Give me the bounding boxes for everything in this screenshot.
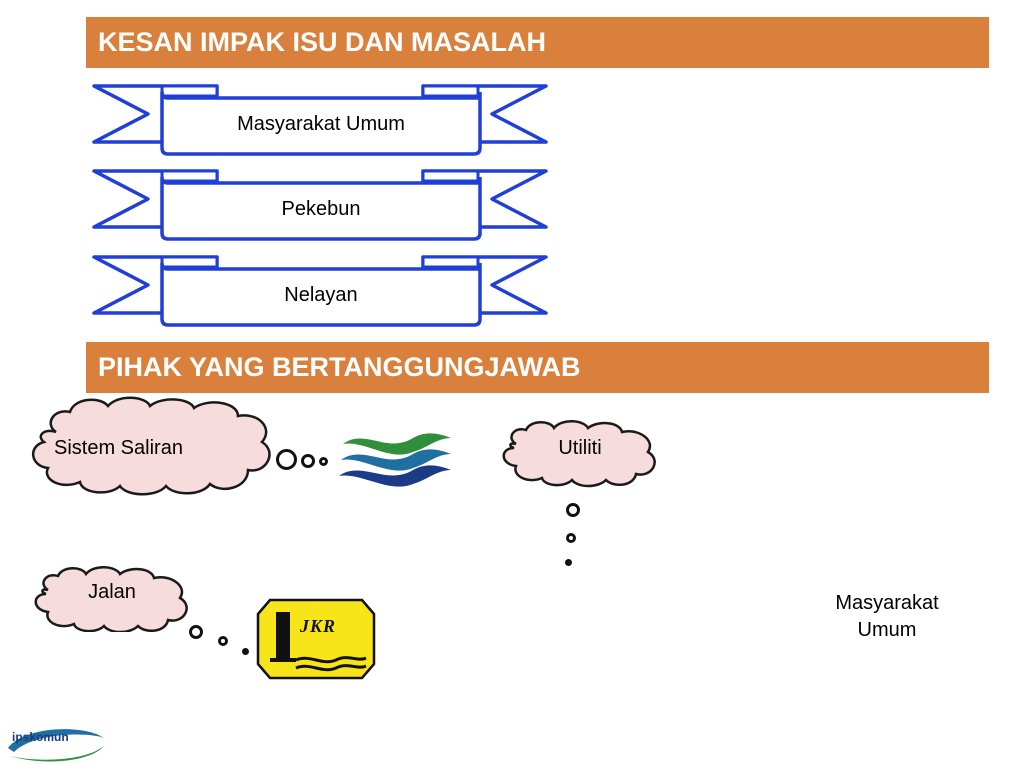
ribbon-masyarakat-umum: Masyarakat Umum <box>90 84 550 160</box>
waves-icon <box>339 433 451 487</box>
ribbon-label: Nelayan <box>284 283 358 306</box>
ribbon-nelayan: Nelayan <box>90 255 550 331</box>
ribbon-label: Pekebun <box>281 197 361 220</box>
section-title-responsible: PIHAK YANG BERTANGGUNGJAWAB <box>86 342 989 393</box>
cloud-jalan: Jalan <box>26 566 198 632</box>
cloud-label: Utiliti <box>558 436 602 459</box>
jkr-logo-text: JKR <box>300 616 337 636</box>
cloud-shape <box>32 396 271 496</box>
cloud-shape <box>502 420 656 488</box>
cloud-sistem-saliran: Sistem Saliran <box>26 394 276 498</box>
thought-dot <box>242 648 249 655</box>
side-text-line1: Masyarakat <box>835 592 939 614</box>
ribbon-pekebun: Pekebun <box>90 169 550 245</box>
thought-dot <box>276 449 297 470</box>
thought-dot <box>189 625 203 639</box>
cloud-label: Sistem Saliran <box>54 436 183 459</box>
ribbon-label: Masyarakat Umum <box>237 112 405 135</box>
cloud-label: Jalan <box>88 580 136 603</box>
thought-dot <box>566 533 576 543</box>
cloud-utiliti: Utiliti <box>494 418 666 488</box>
thought-dot <box>565 559 572 566</box>
footer-logo-swoosh <box>8 729 104 762</box>
side-text: Masyarakat Umum <box>812 590 962 644</box>
footer-logo-text: ipskomun <box>12 730 69 744</box>
ribbon-banner-shape <box>92 84 548 156</box>
footer-logo: ipskomun <box>4 722 108 766</box>
jkr-logo-icon <box>256 598 376 680</box>
thought-dot <box>301 454 315 468</box>
thought-dot <box>319 457 328 466</box>
jkr-logo: JKR <box>256 598 376 680</box>
ribbon-banner-shape <box>92 169 548 241</box>
side-text-line2: Umum <box>857 619 917 641</box>
ribbon-banner-shape <box>92 255 548 327</box>
waves-logo <box>335 430 457 492</box>
section-title-impact: KESAN IMPAK ISU DAN MASALAH <box>86 17 989 68</box>
cloud-shape <box>34 566 188 632</box>
thought-dot <box>566 503 580 517</box>
thought-dot <box>218 636 228 646</box>
